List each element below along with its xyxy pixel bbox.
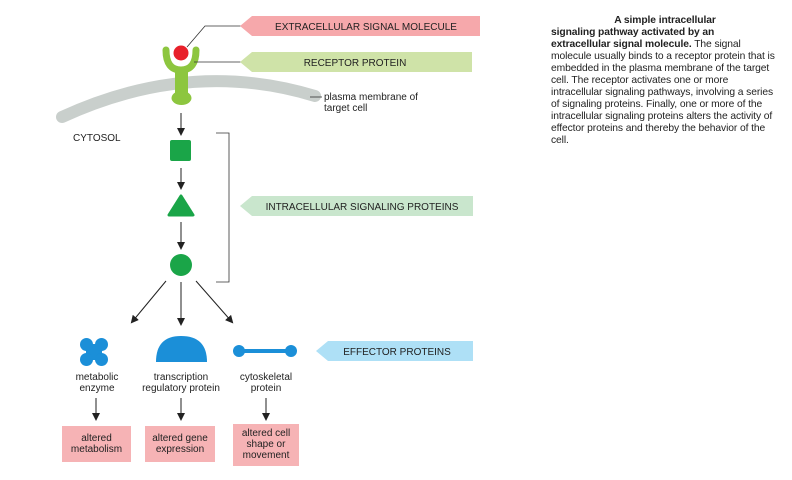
cytosol-label: CYTOSOL xyxy=(73,133,121,144)
effector-name-transcription-line1: transcription xyxy=(154,372,208,383)
signaling-protein-circle xyxy=(170,254,192,276)
outcome-cell-shape-line1: altered cell xyxy=(242,428,290,439)
intracellular-label-box xyxy=(240,196,473,216)
caption-title-line1: A simple intracellular xyxy=(614,15,716,26)
intracellular-label: INTRACELLULAR SIGNALING PROTEINS xyxy=(266,202,459,213)
receptor-protein-label-box xyxy=(240,52,472,72)
caption-body: The signal molecule usually binds to a r… xyxy=(551,39,775,146)
effector-name-cytoskeletal-line2: protein xyxy=(251,383,282,394)
outcome-metabolism-line1: altered xyxy=(81,433,112,444)
arrow-to-cytoskeletal-protein xyxy=(195,280,234,324)
cytoskeletal-protein-shape xyxy=(233,345,297,357)
outcome-box-metabolism xyxy=(62,426,131,462)
outcome-box-cell-shape xyxy=(233,424,299,466)
metabolic-enzyme-shape xyxy=(80,338,108,366)
extracellular-signal-label: EXTRACELLULAR SIGNAL MOLECULE xyxy=(275,22,457,33)
outcome-cell-shape-line2: shape or xyxy=(247,439,287,450)
signaling-protein-square xyxy=(170,140,191,161)
arrow-to-metabolic-enzyme xyxy=(130,280,167,324)
receptor-protein-label: RECEPTOR PROTEIN xyxy=(304,58,407,69)
effector-name-metabolic-line1: metabolic xyxy=(76,372,119,383)
transcription-regulatory-protein-shape xyxy=(156,336,207,362)
outcome-gene-expression-line2: expression xyxy=(156,444,204,455)
extracellular-signal-molecule xyxy=(173,45,189,61)
effector-name-transcription-line2: regulatory protein xyxy=(142,383,220,394)
outcome-box-gene-expression xyxy=(145,426,215,462)
receptor-protein-shape xyxy=(162,46,200,105)
caption-title-line2: signaling pathway activated by an xyxy=(551,27,715,38)
extracellular-signal-label-box xyxy=(240,16,480,36)
signaling-bracket xyxy=(216,132,230,283)
signal-leader-line xyxy=(186,25,245,48)
effector-name-cytoskeletal-line1: cytoskeletal xyxy=(240,372,292,383)
figure-caption: A simple intracellular signaling pathway… xyxy=(551,15,779,147)
membrane-label-line1: plasma membrane of xyxy=(324,92,418,103)
effector-label: EFFECTOR PROTEINS xyxy=(343,347,451,358)
outcome-gene-expression-line1: altered gene xyxy=(152,433,208,444)
outcome-metabolism-line2: metabolism xyxy=(71,444,122,455)
plasma-membrane xyxy=(56,75,321,123)
effector-label-box xyxy=(316,341,473,361)
caption-title-line3: extracellular signal molecule. xyxy=(551,39,692,50)
outcome-cell-shape-line3: movement xyxy=(243,450,290,461)
signaling-protein-triangle xyxy=(167,194,195,217)
effector-name-metabolic-line2: enzyme xyxy=(79,383,114,394)
membrane-label-line2: target cell xyxy=(324,103,367,114)
